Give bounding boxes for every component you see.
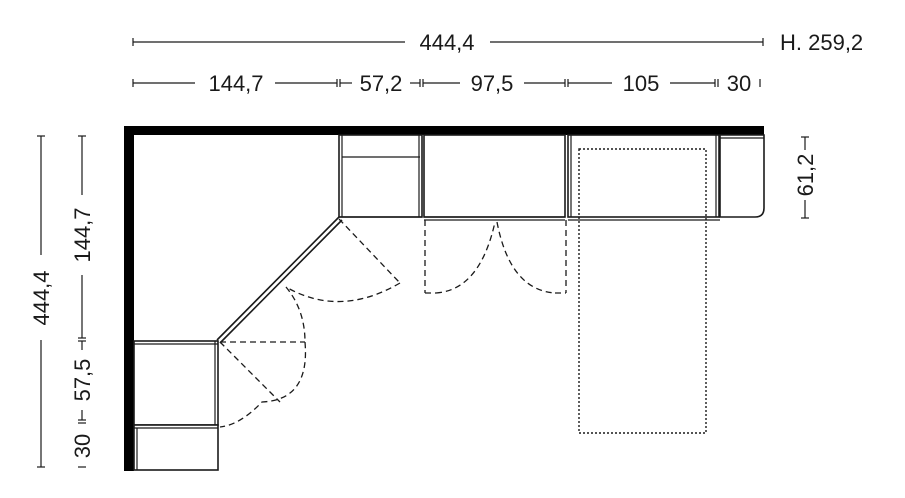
depth-dimension: 61,2 (793, 136, 818, 219)
segment-4-label: 105 (623, 71, 660, 96)
segment-3-label: 97,5 (471, 71, 514, 96)
corner-diagonal-cabinet (216, 216, 422, 344)
cabinet-105 (567, 134, 720, 218)
left-segment-dimensions: 144,7 57,5 30 (70, 135, 95, 468)
top-cabinet-run (338, 134, 765, 221)
depth-label: 61,2 (793, 154, 818, 197)
cabinet-30-left (133, 424, 219, 471)
segment-1-label: 144,7 (208, 71, 263, 96)
left-segment-1-label: 144,7 (70, 207, 95, 262)
door-swings (219, 218, 567, 428)
top-wall (124, 126, 764, 135)
overall-width-dimension: 444,4 H. 259,2 (132, 30, 863, 55)
cabinet-97-5 (423, 134, 566, 218)
overall-width-label: 444,4 (419, 30, 474, 55)
left-overall-label: 444,4 (29, 270, 54, 325)
tall-unit-door-footprint (578, 148, 707, 434)
cabinet-57-5 (133, 340, 219, 426)
segment-width-dimensions: 144,7 57,2 97,5 105 30 (132, 71, 761, 96)
walls (124, 126, 764, 471)
end-cabinet-30 (719, 134, 765, 218)
left-segment-2-label: 57,5 (70, 359, 95, 402)
left-wall (124, 126, 134, 471)
cabinet-57-2 (338, 134, 423, 218)
dotted-door-area (578, 148, 707, 434)
left-overall-dimension: 444,4 (29, 135, 54, 468)
left-segment-3-label: 30 (70, 434, 95, 458)
segment-5-label: 30 (727, 71, 751, 96)
height-label: H. 259,2 (780, 30, 863, 55)
left-cabinet-run (133, 340, 219, 471)
segment-2-label: 57,2 (360, 71, 403, 96)
